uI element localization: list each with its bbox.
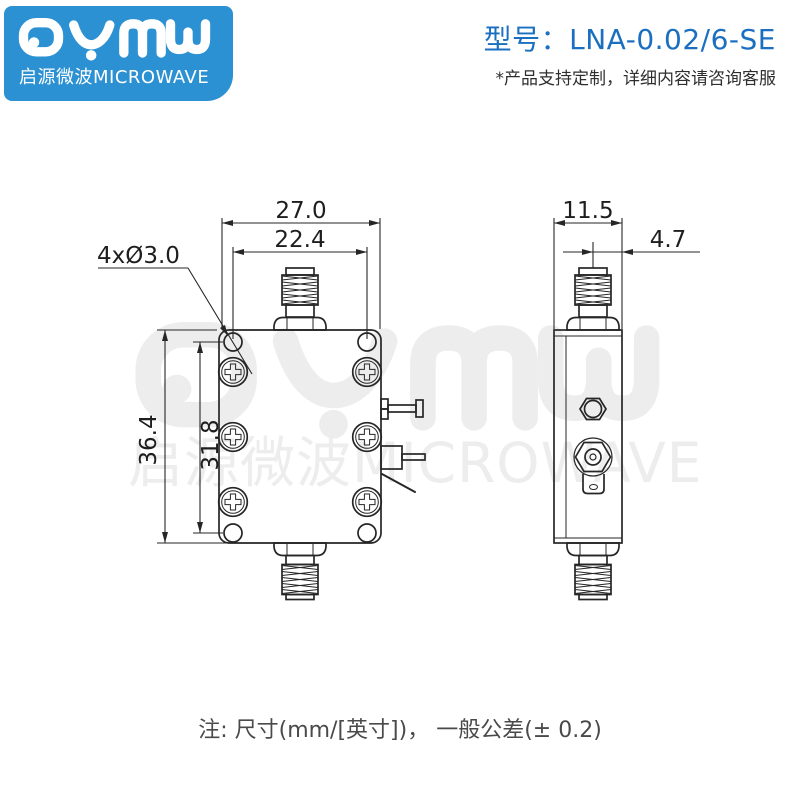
dim-label-front-width: 27.0: [275, 198, 326, 224]
sma-connector-front-top: [273, 267, 327, 331]
tolerance-note: 注: 尺寸(mm/[英寸])， 一般公差(± 0.2): [198, 718, 602, 743]
side-view: [553, 267, 623, 601]
dim-label-hole-spacing-v: 31.8: [198, 419, 224, 470]
brand-text-en: MICROWAVE: [93, 67, 210, 88]
brand-text: 启源微波MICROWAVE: [19, 63, 209, 89]
side-feedthrough-lower: [573, 437, 613, 477]
model-label: 型号：: [483, 23, 570, 56]
sma-connector-side-bottom: [566, 542, 620, 601]
dimensions: 27.0 22.4 36.4 31.8 4xØ3.0 11.5: [97, 198, 700, 544]
dim-label-hole-spacing-h: 22.4: [274, 227, 325, 253]
sma-connector-side-top: [566, 267, 620, 331]
side-solder-tab: [582, 474, 605, 495]
dim-label-side-width: 11.5: [562, 198, 613, 224]
model-value: LNA-0.02/6-SE: [569, 23, 776, 56]
watermark-text: 启源微波MICROWAVE: [128, 431, 703, 495]
brand-logo-block: 启源微波MICROWAVE: [4, 6, 233, 101]
sma-connector-front-bottom: [273, 542, 327, 601]
mounting-screws: [217, 356, 383, 518]
dim-label-hole-callout: 4xØ3.0: [97, 243, 180, 269]
brand-text-cn: 启源微波: [19, 67, 93, 88]
dim-label-front-height: 36.4: [136, 414, 162, 465]
dc-feedthrough-pins: [380, 398, 426, 493]
model-line: 型号：LNA-0.02/6-SE: [484, 18, 776, 58]
dim-label-connector-offset: 4.7: [650, 227, 687, 253]
front-view: [217, 267, 426, 601]
side-feedthrough-upper: [579, 397, 607, 421]
ground-wire: [381, 473, 416, 493]
header-right: 型号：LNA-0.02/6-SE *产品支持定制，详细内容请咨询客服: [484, 18, 776, 89]
customization-note: *产品支持定制，详细内容请咨询客服: [495, 69, 777, 89]
side-view-outline: [553, 329, 623, 544]
